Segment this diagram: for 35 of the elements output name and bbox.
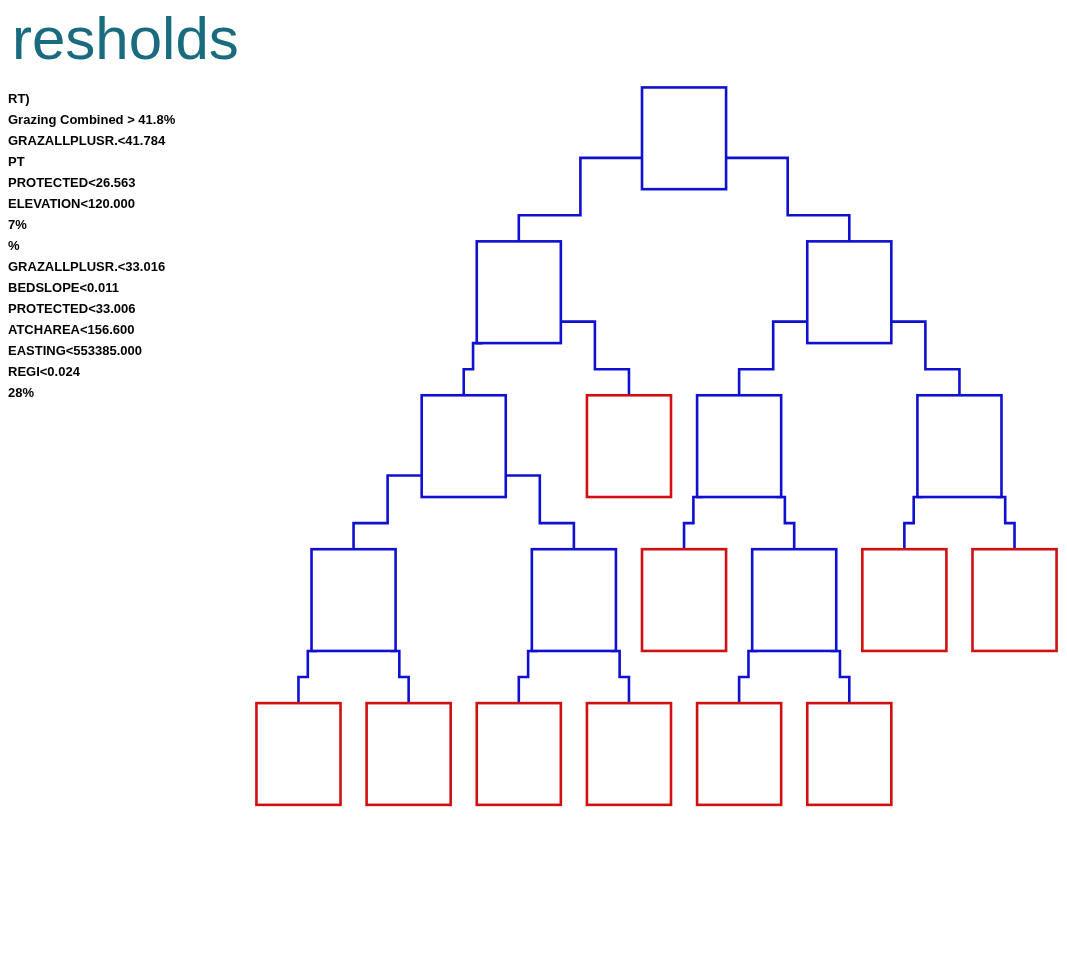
node-box [585, 701, 673, 807]
node-box [640, 86, 728, 191]
split-label: BEDSLOPE<0.011 [8, 280, 120, 295]
split-label: ELEVATION<120.000 [8, 196, 137, 211]
split-label: 28% [8, 385, 36, 400]
split-label: 7% [8, 217, 28, 232]
node-box [916, 393, 1003, 499]
node-box [805, 240, 893, 345]
node-box [475, 701, 563, 807]
node-box [530, 547, 618, 653]
split-label: GRAZALLPLUSR.<41.784 [8, 133, 167, 148]
node-box [640, 547, 728, 653]
split-label: EASTING<553385.000 [8, 343, 144, 358]
split-label: Grazing Combined > 41.8% [8, 112, 177, 127]
split-label: GRAZALLPLUSR.<33.016 [8, 259, 167, 274]
split-label: RT) [8, 91, 31, 106]
node-box [805, 701, 893, 807]
split-label: PT [8, 154, 26, 169]
split-label: PROTECTED<33.006 [8, 301, 137, 316]
node-box [255, 701, 342, 807]
split-label: % [8, 238, 21, 253]
node-box [695, 393, 783, 499]
node-box [861, 547, 948, 653]
split-label: REGI<0.024 [8, 364, 81, 379]
node-box [475, 240, 563, 345]
split-label: PROTECTED<26.563 [8, 175, 137, 190]
node-box [695, 701, 783, 807]
node-box [971, 547, 1058, 653]
node-box [420, 393, 508, 499]
title: resholds [12, 4, 240, 73]
node-box [750, 547, 838, 653]
node-box [310, 547, 397, 653]
node-box [585, 393, 673, 499]
node-box [365, 701, 452, 807]
split-label: ATCHAREA<156.600 [8, 322, 136, 337]
